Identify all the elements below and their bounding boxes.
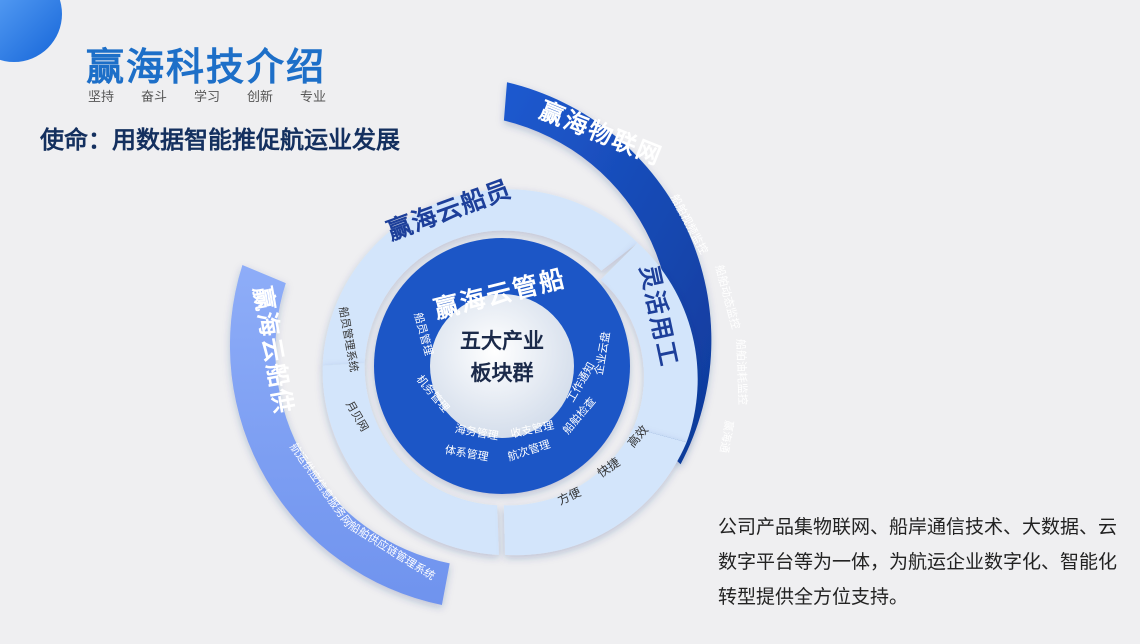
center-circle [430,294,574,438]
tagline: 坚持 奋斗 学习 创新 专业 [88,86,353,105]
center-label-line2: 板块群 [471,361,534,385]
company-description: 公司产品集物联网、船岸通信技术、大数据、云数字平台等为一体，为航运企业数字化、智… [718,516,1118,608]
page-title: 赢海科技介绍 [86,45,327,89]
mission-statement: 使命：用数据智能推促航运业发展 [40,126,400,154]
middle-segment-flex [600,242,698,443]
tagline-word: 学习 [194,90,221,105]
iot-item: 船舶动态监控 [713,263,744,330]
middle-segment-lower-right [503,427,687,556]
corner-decoration [0,0,62,62]
outer-segment-supply [229,265,450,605]
tagline-word: 创新 [247,90,274,105]
middle-segment-lower-left [322,363,499,555]
iot-item: 赢海通 [717,419,737,454]
middle-segment-crew [322,189,638,366]
iot-item: 船舶油耗监控 [734,339,750,405]
tagline-word: 坚持 [88,90,115,105]
tagline-word: 专业 [300,90,327,105]
tagline-word: 奋斗 [141,90,168,105]
center-label-line1: 五大产业 [460,329,544,353]
